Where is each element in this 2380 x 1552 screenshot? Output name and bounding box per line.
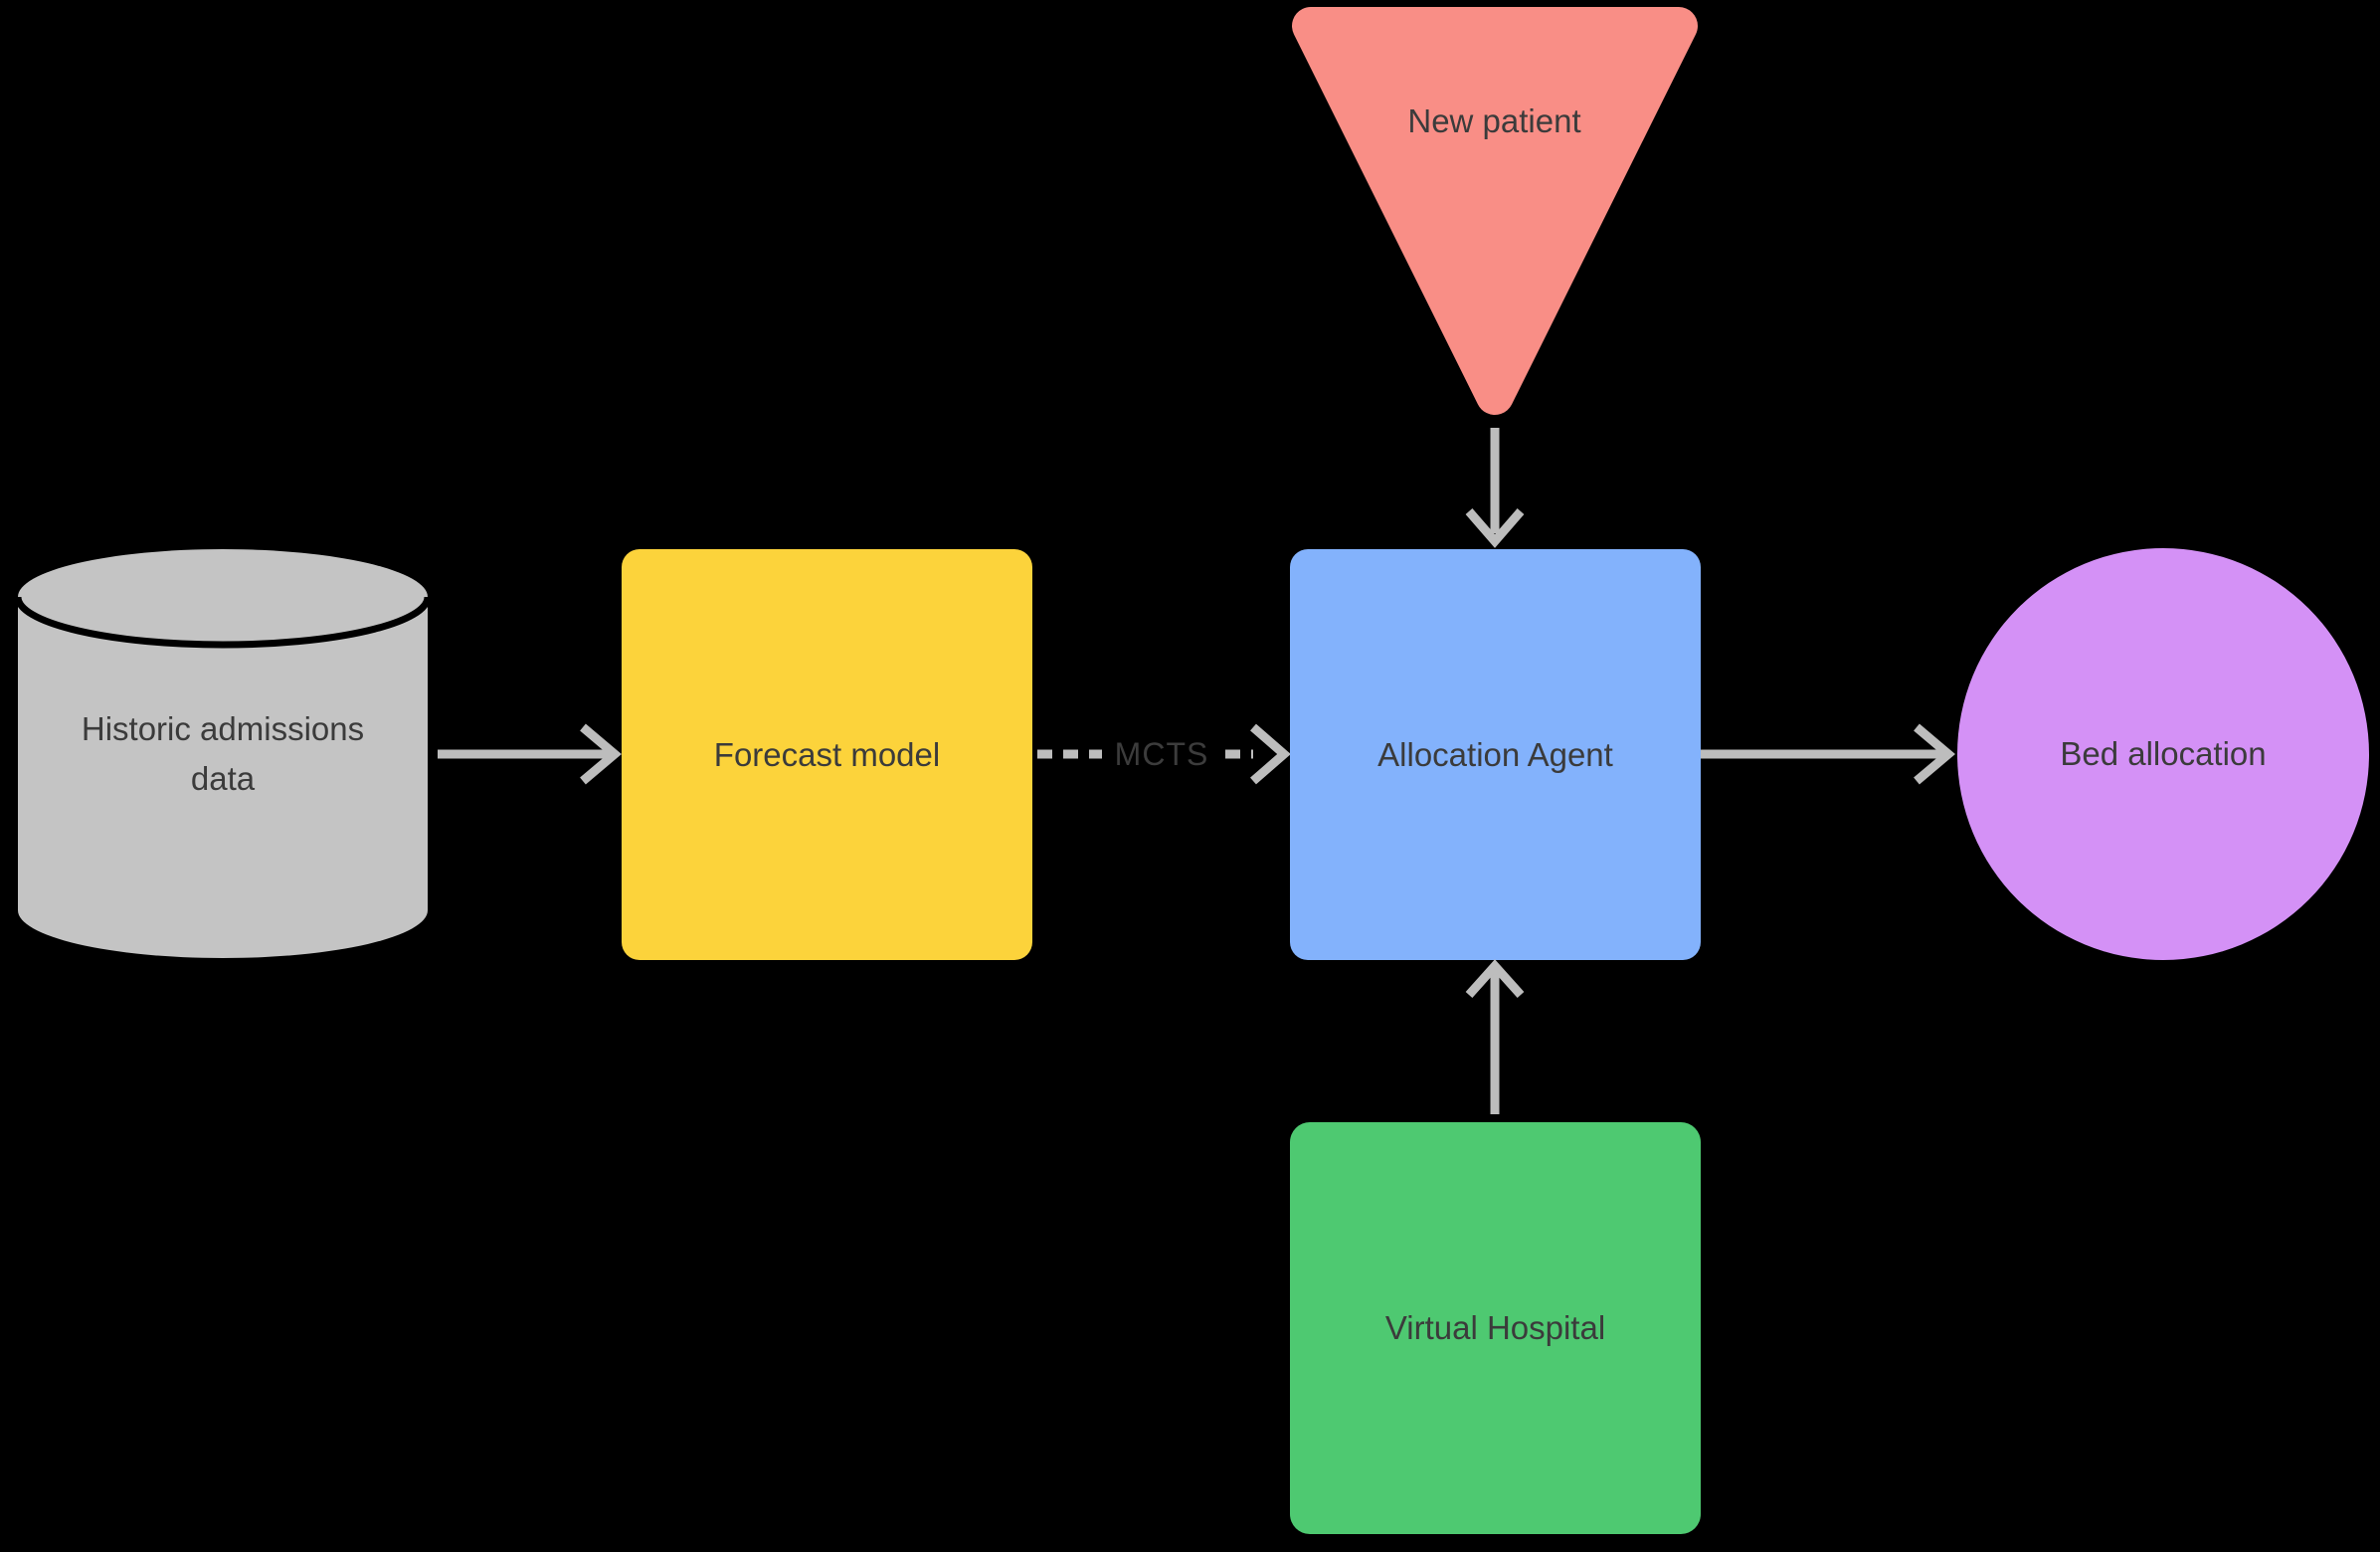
cylinder-top-ellipse-arc	[14, 596, 432, 649]
edge-hospital-to-agent-arrowhead	[1465, 959, 1525, 999]
node-historic-data-cylinder-shape	[18, 549, 428, 958]
node-bed-allocation-shape	[1957, 548, 2369, 960]
edge-agent-to-bed-arrowhead	[1914, 723, 1955, 785]
node-new-patient-shape	[1292, 7, 1698, 415]
node-forecast-model-shape	[622, 549, 1032, 960]
edge-newpatient-to-agent-arrowhead	[1465, 508, 1525, 548]
edge-mcts-arrowhead	[1250, 723, 1291, 785]
edge-historic-to-forecast-arrowhead	[580, 723, 622, 785]
node-allocation-agent-shape	[1290, 549, 1701, 960]
node-virtual-hospital-shape	[1290, 1122, 1701, 1534]
